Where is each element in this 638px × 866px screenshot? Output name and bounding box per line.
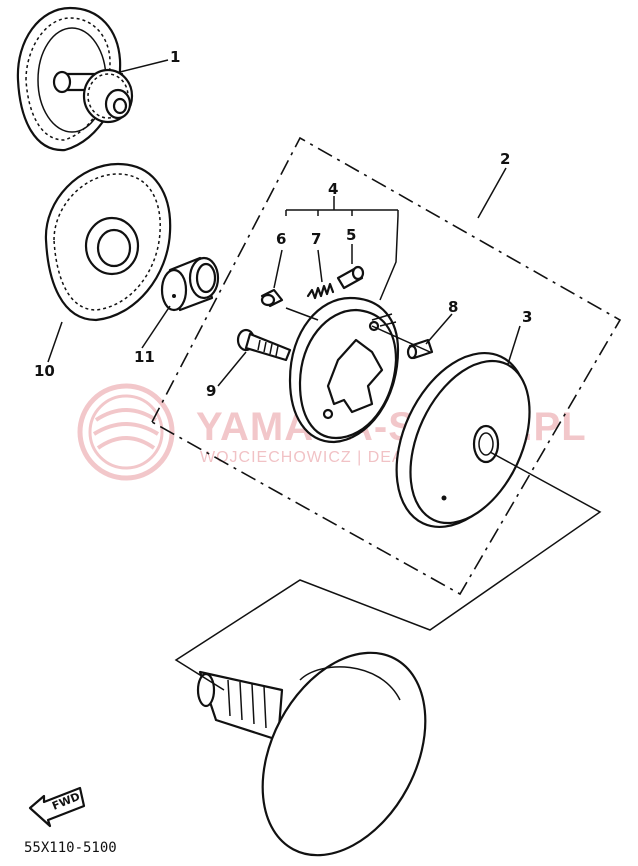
assembly-guide-lines (174, 307, 602, 691)
part-callouts: 1 2 3 4 5 6 7 8 9 10 11 (34, 48, 532, 400)
callout-1: 1 (170, 48, 180, 66)
callout-4: 4 (328, 180, 338, 198)
crank-flywheel-assembly (196, 651, 427, 857)
part-6-roller (260, 288, 284, 308)
drawing-code: 55X110-5100 (24, 840, 117, 856)
forward-direction-indicator: FWD (28, 786, 86, 828)
callout-10: 10 (34, 362, 55, 380)
part-10-starter-wheel-gear (44, 162, 172, 322)
fwd-arrow-icon (28, 786, 86, 828)
callout-7: 7 (311, 230, 321, 248)
assembly-2-boundary (150, 136, 622, 596)
part-3-clutch-housing (395, 351, 531, 529)
part-2-starter-clutch (288, 296, 400, 444)
watermark-logo (77, 383, 175, 481)
part-9-bolt (236, 328, 292, 362)
part-5-plunger (336, 265, 365, 290)
callout-3: 3 (522, 308, 532, 326)
callout-5: 5 (346, 226, 356, 244)
part-8-dowel-pin (406, 338, 434, 360)
part-7-spring (306, 282, 335, 300)
part-1-idler-gear (16, 6, 134, 152)
part-11-bushing (160, 256, 220, 312)
callout-8: 8 (448, 298, 458, 316)
callout-9: 9 (206, 382, 216, 400)
gear-1-teeth (16, 6, 122, 152)
callout-11: 11 (134, 348, 155, 366)
leader-lines (47, 59, 521, 387)
callout-6: 6 (276, 230, 286, 248)
callout-2: 2 (500, 150, 510, 168)
